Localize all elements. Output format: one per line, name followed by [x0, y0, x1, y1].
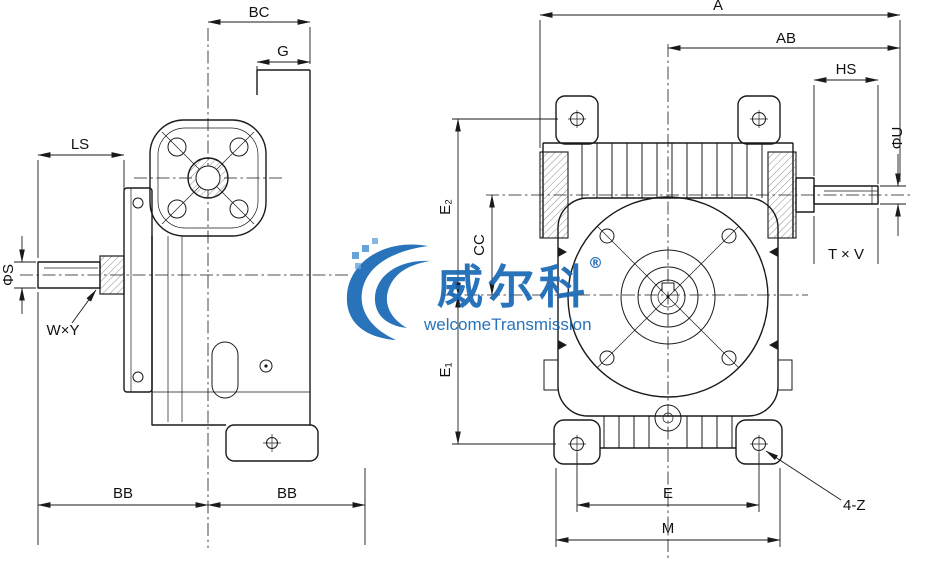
hub-circle — [650, 279, 686, 315]
face-bolt-hole — [721, 350, 737, 366]
dim-label-ls: LS — [71, 136, 89, 153]
watermark-brand-text: 威尔科 — [437, 260, 590, 314]
drain-plug-inner — [662, 412, 674, 424]
registered-mark: ® — [588, 254, 603, 272]
bearing-seat-circle — [620, 249, 716, 345]
dim-label-e: E — [663, 485, 673, 502]
foot-flange — [225, 424, 319, 462]
flange-bolt-hole — [167, 137, 187, 157]
worm-shaft — [813, 185, 879, 205]
flange-bolt-hole — [229, 137, 249, 157]
plug-circle — [259, 359, 273, 373]
dim-label-m: M — [662, 520, 675, 537]
logo-pixel-squares — [352, 238, 378, 269]
watermark-subtitle: welcomeTransmission — [423, 315, 592, 334]
flange-bolt-hole — [229, 199, 249, 219]
foot-hole-cross — [263, 434, 281, 452]
dim-ext-e — [576, 453, 760, 512]
cooling-fins-bottom — [603, 416, 733, 448]
top-boss-outline — [256, 69, 310, 95]
inspection-slot — [211, 341, 239, 399]
side-boss-right — [777, 359, 793, 391]
dim-ext-bb — [37, 292, 366, 545]
dim-ext-ls — [37, 160, 125, 258]
flange-bolt-hole — [167, 199, 187, 219]
wheel-housing-circle — [567, 196, 769, 398]
face-bolt-hole — [721, 228, 737, 244]
left-view: BC G LS ΦS W×Y BB BB — [0, 4, 366, 548]
dim-label-a: A — [713, 0, 723, 14]
dim-ext-a — [539, 20, 901, 182]
dim-ext-phi-u — [880, 185, 906, 205]
drain-plug-circle — [654, 404, 682, 432]
keyway-mask — [662, 283, 674, 291]
lug-hole-crosses — [568, 110, 768, 128]
face-bolt-hole — [599, 350, 615, 366]
dim-label-txv: T × V — [828, 246, 864, 263]
dim-label-wxy: W×Y — [47, 322, 80, 339]
top-lug-left — [555, 95, 599, 145]
dim-label-bc: BC — [249, 4, 270, 21]
right-view: A AB HS ΦU T × V E₂ CC E₁ E M 4-Z — [437, 0, 910, 558]
side-boss-left — [543, 359, 559, 391]
plug-center-dot — [264, 364, 268, 368]
bearing-cap-left-hatched — [539, 151, 569, 239]
dim-ext-phi-s — [14, 261, 36, 289]
dim-label-e1: E₁ — [437, 362, 454, 377]
leader-4z — [765, 450, 842, 501]
side-flange-bolt — [132, 197, 144, 209]
top-flange-inner-contour — [157, 127, 259, 229]
logo-swoosh-inner — [374, 260, 430, 328]
dim-label-4z: 4-Z — [843, 497, 866, 514]
dim-ext-txv — [813, 208, 879, 264]
bearing-cap-right-hatched — [767, 151, 797, 239]
side-flange-bolt — [132, 371, 144, 383]
cooling-fins-top — [581, 143, 763, 198]
watermark: 威尔科 ® welcomeTransmission — [346, 238, 603, 340]
logo-swoosh-outer — [346, 244, 428, 340]
dim-label-g: G — [277, 43, 289, 60]
dim-label-phi-u: ΦU — [889, 127, 906, 150]
dim-label-hs: HS — [836, 61, 857, 78]
dim-label-bb-right: BB — [277, 485, 297, 502]
dim-ext-hs — [813, 85, 879, 184]
center-dot — [666, 295, 670, 299]
dim-label-e2: E₂ — [437, 199, 454, 215]
hub-circle-outer — [637, 266, 699, 328]
shaft-collar-hatched — [99, 255, 125, 295]
keyway-notch — [661, 282, 675, 291]
bottom-hole-crosses — [568, 435, 768, 453]
dim-label-phi-s: ΦS — [0, 264, 17, 286]
side-flange-plate — [123, 187, 153, 393]
shaft-key-lines — [824, 186, 878, 204]
flange-bore — [195, 165, 221, 191]
housing-left-bottom-edge — [151, 236, 226, 426]
housing-ribs — [152, 236, 310, 422]
top-flange-face — [149, 119, 267, 237]
housing-face — [557, 197, 779, 417]
dim-label-cc: CC — [471, 234, 488, 256]
dim-ext-m — [555, 468, 781, 547]
dim-label-bb-left: BB — [113, 485, 133, 502]
face-bolt-hole — [599, 228, 615, 244]
dim-label-ab: AB — [776, 30, 796, 47]
leader-wxy — [71, 289, 97, 324]
top-lug-right — [737, 95, 781, 145]
